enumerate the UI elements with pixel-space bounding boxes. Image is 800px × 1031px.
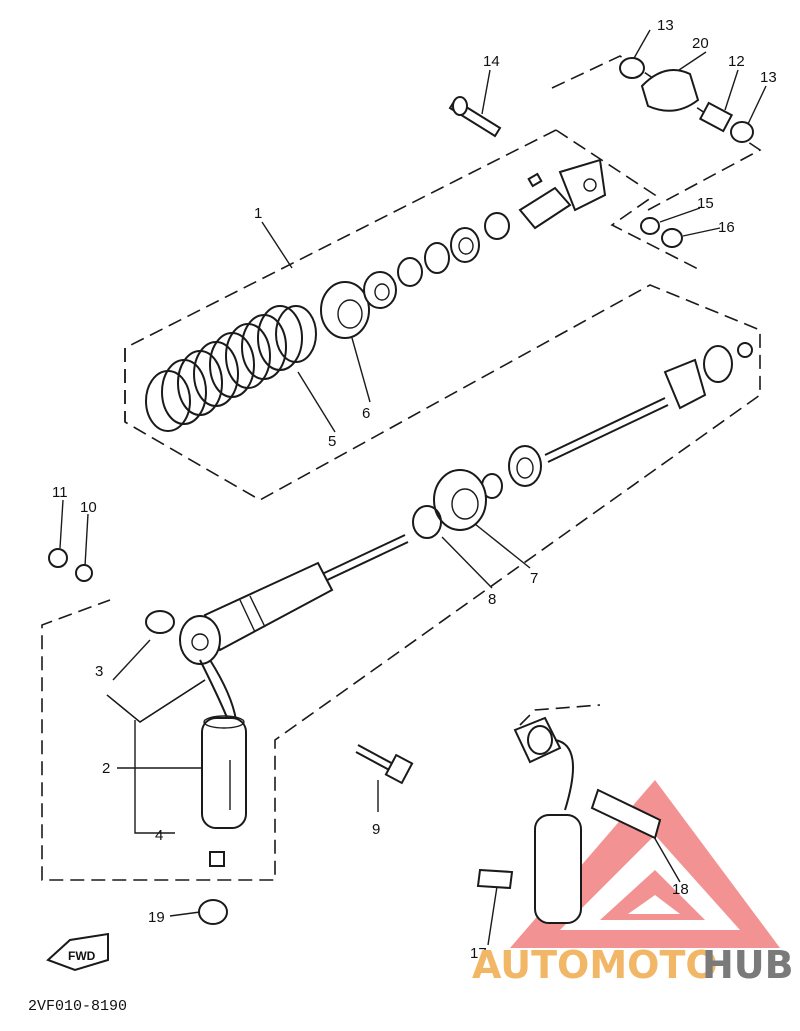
assembly-boundaries [41,55,762,881]
callout-13-right: 13 [760,69,777,86]
callout-19: 19 [148,909,165,926]
callout-2: 2 [102,760,110,777]
callout-10: 10 [80,499,97,516]
callouts: 1 2 3 4 5 6 7 8 9 10 11 12 13 13 14 15 1… [52,17,777,962]
upper-mount [448,57,754,248]
callout-6: 6 [362,405,370,422]
coil-spring [145,305,317,432]
leader-lines [59,29,767,946]
damper-rod-set [412,342,753,539]
callout-14: 14 [483,53,500,70]
callout-1: 1 [254,205,262,222]
fwd-label: FWD [68,949,96,963]
callout-17: 17 [470,945,487,962]
watermark-text: AUTOMOTO HUB [472,943,794,987]
bolt [355,744,414,785]
callout-8: 8 [488,591,496,608]
callout-16: 16 [718,219,735,236]
callout-13-top: 13 [657,17,674,34]
diagram-code: 2VF010-8190 [28,998,127,1015]
callout-15: 15 [697,195,714,212]
callout-18: 18 [672,881,689,898]
shock-absorber-body [48,534,409,925]
callout-7: 7 [530,570,538,587]
callout-9: 9 [372,821,380,838]
forward-arrow-icon: FWD [46,932,109,972]
watermark-part2: HUB [702,943,794,987]
callout-11: 11 [52,484,68,501]
watermark-part1: AUTOMOTO [472,943,718,987]
spring-seat-and-adjusters [320,212,510,339]
callout-5: 5 [328,433,336,450]
callout-4: 4 [155,827,163,844]
callout-3: 3 [95,663,103,680]
callout-12: 12 [728,53,745,70]
callout-20: 20 [692,35,709,52]
reservoir-variant [476,716,662,924]
